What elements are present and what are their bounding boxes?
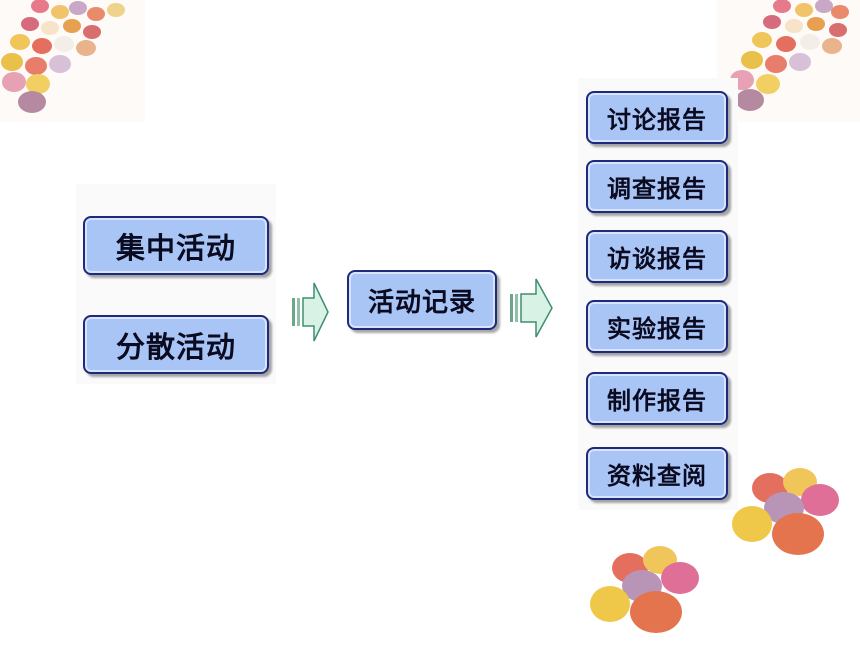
candy-eggs-bottom-right-image bbox=[732, 468, 839, 555]
center-node: 活动记录 bbox=[347, 270, 497, 330]
left-node-1: 集中活动 bbox=[83, 216, 269, 275]
arrow-right-icon bbox=[292, 282, 329, 342]
right-group-panel bbox=[578, 78, 738, 510]
left-node-2: 分散活动 bbox=[83, 315, 269, 374]
right-node-1: 讨论报告 bbox=[586, 91, 728, 144]
right-node-6: 资料查阅 bbox=[586, 447, 728, 500]
right-node-2: 调查报告 bbox=[586, 160, 728, 213]
candy-eggs-top-right-image bbox=[717, 0, 860, 122]
right-node-5: 制作报告 bbox=[586, 372, 728, 425]
candy-eggs-bottom-center-image bbox=[590, 546, 699, 633]
arrow-right-icon bbox=[510, 278, 553, 338]
right-node-4: 实验报告 bbox=[586, 300, 728, 353]
candy-eggs-top-left-image bbox=[0, 0, 145, 122]
right-node-3: 访谈报告 bbox=[586, 230, 728, 283]
